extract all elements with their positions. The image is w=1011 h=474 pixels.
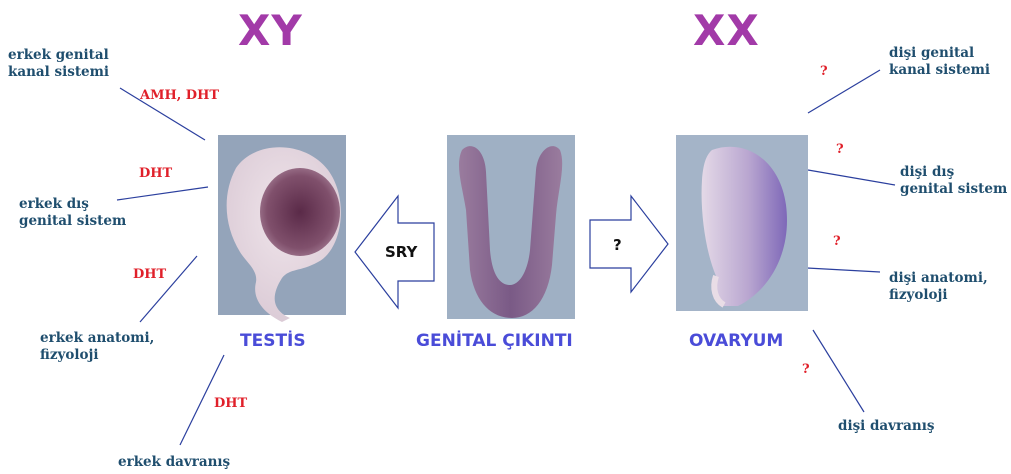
male-duct-factor: AMH, DHT	[140, 88, 219, 103]
sry-label: SRY	[385, 243, 417, 261]
male-behavior-factor: DHT	[214, 396, 247, 411]
male-duct-label: erkek genital kanal sistemi	[8, 47, 109, 81]
female-external-label: dişi dış genital sistem	[900, 164, 1007, 198]
female-duct-label: dişi genital kanal sistemi	[889, 45, 990, 79]
male-external-label: erkek dış genital sistem	[19, 196, 126, 230]
female-pathway-arrow	[590, 196, 668, 292]
testis-photo	[218, 135, 346, 322]
female-anatomy-label: dişi anatomi, fizyoloji	[889, 270, 988, 304]
connector-female-external	[808, 170, 895, 185]
female-anatomy-factor: ?	[833, 234, 841, 249]
testis-label: TESTİS	[240, 331, 306, 351]
ovary-photo	[676, 135, 808, 311]
female-behavior-factor: ?	[802, 362, 810, 377]
male-anatomy-label: erkek anatomi, fizyoloji	[40, 330, 154, 364]
ovary-label: OVARYUM	[689, 331, 783, 351]
female-external-factor: ?	[836, 142, 844, 157]
female-duct-factor: ?	[820, 64, 828, 79]
female-behavior-label: dişi davranış	[838, 418, 934, 435]
male-chromosome-label: XY	[238, 6, 303, 55]
connector-female-duct	[808, 70, 880, 113]
genital-ridge-label: GENİTAL ÇIKINTI	[416, 331, 573, 351]
genital-ridge-photo	[447, 135, 575, 319]
connector-female-anatomy	[807, 268, 880, 272]
connector-male-anatomy	[140, 256, 197, 322]
female-chromosome-label: XX	[693, 6, 760, 55]
male-external-factor: DHT	[139, 166, 172, 181]
connector-male-external	[117, 187, 208, 200]
male-behavior-label: erkek davranış	[118, 454, 230, 471]
connector-female-behavior	[813, 330, 864, 412]
male-anatomy-factor: DHT	[133, 267, 166, 282]
female-signal-label: ?	[613, 236, 622, 254]
